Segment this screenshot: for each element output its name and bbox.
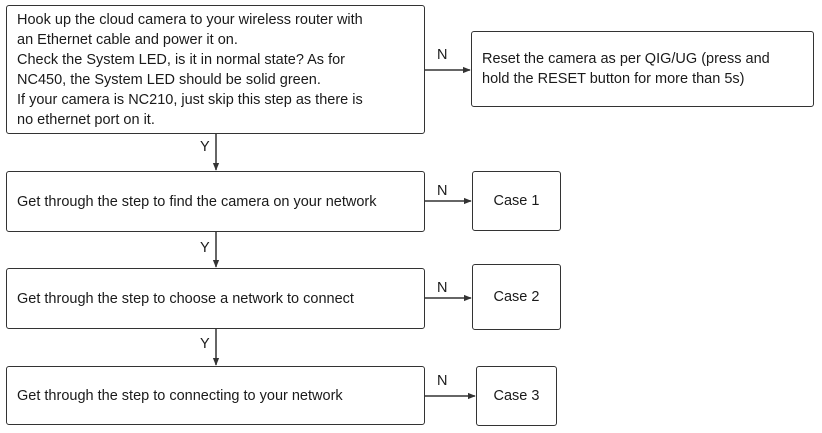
label-yes-step2: Y (200, 240, 210, 256)
case2-label: Case 2 (493, 289, 540, 305)
reset-camera-box: Reset the camera as per QIG/UG (press an… (471, 31, 814, 107)
step4-text: Get through the step to connecting to yo… (17, 387, 343, 404)
label-no-step2: N (437, 183, 448, 199)
label-yes-step3: Y (200, 336, 210, 352)
step1-line-1: Hook up the cloud camera to your wireles… (17, 12, 363, 28)
case1-box: Case 1 (472, 171, 561, 231)
step1-line-5: If your camera is NC210, just skip this … (17, 92, 363, 108)
label-yes-step1: Y (200, 139, 210, 155)
reset-line-1: Reset the camera as per QIG/UG (press an… (482, 51, 770, 67)
label-no-step3: N (437, 280, 448, 296)
case2-box: Case 2 (472, 264, 561, 330)
step3-box: Get through the step to choose a network… (6, 268, 425, 329)
label-no-step4: N (437, 373, 448, 389)
step1-line-2: an Ethernet cable and power it on. (17, 32, 238, 48)
label-no-step1: N (437, 47, 448, 63)
case1-label: Case 1 (493, 193, 540, 209)
step3-text: Get through the step to choose a network… (17, 290, 354, 307)
step1-line-6: no ethernet port on it. (17, 112, 155, 128)
case3-box: Case 3 (476, 366, 557, 426)
step1-line-3: Check the System LED, is it in normal st… (17, 52, 345, 68)
step1-line-4: NC450, the System LED should be solid gr… (17, 72, 321, 88)
step1-box: Hook up the cloud camera to your wireles… (6, 5, 425, 134)
step2-text: Get through the step to find the camera … (17, 193, 377, 210)
reset-line-2: hold the RESET button for more than 5s) (482, 71, 745, 87)
step2-box: Get through the step to find the camera … (6, 171, 425, 232)
case3-label: Case 3 (493, 388, 540, 404)
step4-box: Get through the step to connecting to yo… (6, 366, 425, 425)
